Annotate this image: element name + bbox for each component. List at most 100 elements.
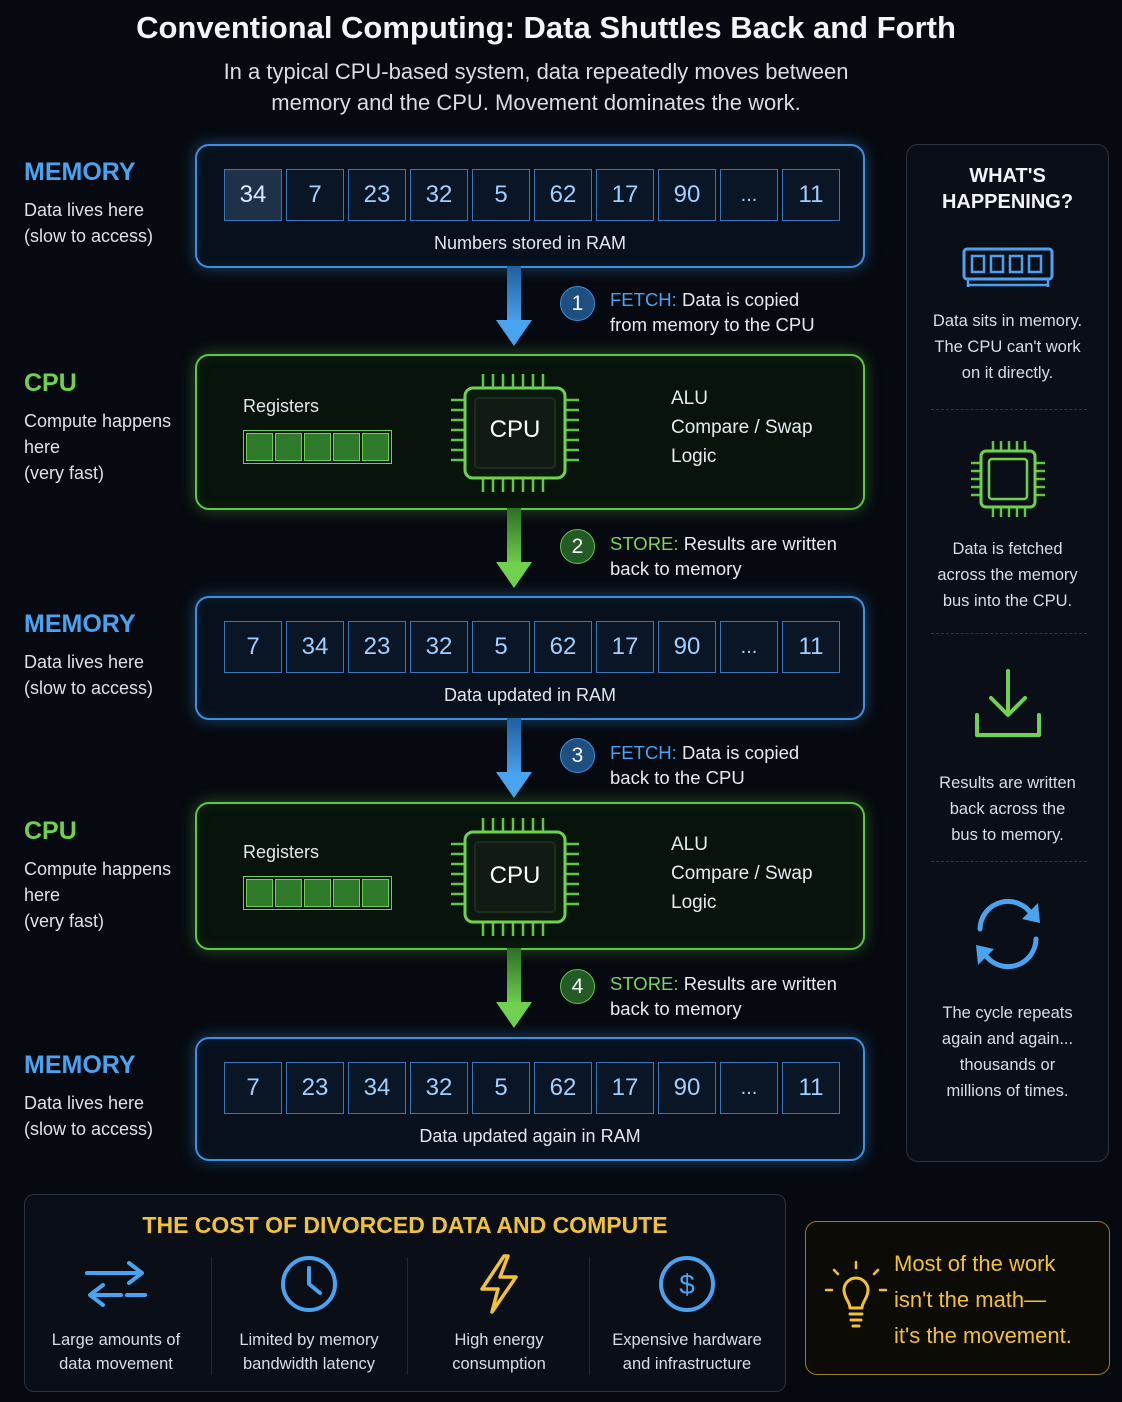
- memory-cell: 90: [658, 169, 716, 221]
- cpu-desc-line1: Compute happens: [24, 859, 172, 879]
- memory-cell: 32: [410, 1062, 468, 1114]
- memory-cell: 32: [410, 621, 468, 673]
- memory-cell: 17: [596, 169, 654, 221]
- memory-heading: MEMORY: [24, 610, 136, 638]
- memory-label-3: MEMORY Data lives here (slow to access): [24, 1051, 194, 1142]
- section-text: Data is fetched: [952, 540, 1063, 558]
- memory-cell: 34: [348, 1062, 406, 1114]
- section-fetch: Data is fetched across the memory bus in…: [907, 437, 1108, 614]
- memory-panel-1: 34 7 23 32 5 62 17 90 ... 11 Numbers sto…: [195, 144, 865, 268]
- cost-label-line: data movement: [59, 1355, 173, 1373]
- memory-cell: 90: [658, 621, 716, 673]
- register-slot: [246, 879, 273, 907]
- register-slot: [333, 433, 360, 461]
- memory-cell: 5: [472, 169, 530, 221]
- clock-icon: [281, 1256, 337, 1312]
- callout-line: it's the movement.: [894, 1323, 1072, 1348]
- cpu-chip-icon: [451, 374, 579, 492]
- register-slot: [275, 433, 302, 461]
- memory-desc-line2: (slow to access): [24, 678, 154, 698]
- section-text: bus into the CPU.: [942, 592, 1073, 610]
- section-text: on it directly.: [961, 364, 1054, 382]
- step-desc: from memory to the CPU: [610, 314, 815, 335]
- memory-caption: Data updated again in RAM: [419, 1126, 641, 1146]
- lightbulb-icon: [824, 1260, 888, 1328]
- alu-line3: Logic: [671, 892, 717, 913]
- memory-panel-2: 7 34 23 32 5 62 17 90 ... 11 Data update…: [195, 596, 865, 720]
- cpu-chip-label: CPU: [489, 862, 541, 889]
- cost-label-line: Expensive hardware: [612, 1331, 762, 1349]
- register-slot: [333, 879, 360, 907]
- section-text: Data sits in memory.: [932, 312, 1083, 330]
- svg-text:$: $: [679, 1269, 695, 1300]
- cpu-label-2: CPU Compute happens here (very fast): [24, 817, 194, 934]
- memory-cell: 17: [596, 621, 654, 673]
- memory-cell: 23: [348, 169, 406, 221]
- memory-cell: 11: [782, 621, 840, 673]
- memory-cell-ellipsis: ...: [720, 621, 778, 673]
- step-text-3: FETCH: Data is copied back to the CPU: [610, 740, 870, 790]
- step-keyword: STORE:: [610, 973, 679, 994]
- step-desc: back to memory: [610, 558, 742, 579]
- memory-cell: 7: [286, 169, 344, 221]
- memory-cell: 62: [534, 621, 592, 673]
- memory-cell-ellipsis: ...: [720, 1062, 778, 1114]
- memory-cell: 62: [534, 1062, 592, 1114]
- memory-chip-icon: [962, 247, 1053, 287]
- download-icon: [974, 669, 1041, 737]
- arrow-down-blue-1: [496, 266, 532, 346]
- register-slot: [246, 433, 273, 461]
- step-text-4: STORE: Results are written back to memor…: [610, 971, 870, 1021]
- alu-block: ALU Compare / Swap Logic: [671, 830, 813, 917]
- memory-cells: 7 34 23 32 5 62 17 90 ... 11: [224, 621, 840, 673]
- step-number-3: 3: [560, 738, 595, 773]
- cost-item-energy: High energy consumption: [417, 1253, 581, 1376]
- cost-item-bandwidth: Limited by memory bandwidth latency: [221, 1253, 397, 1376]
- arrow-down-green-4: [496, 948, 532, 1028]
- cpu-chip-icon: [451, 818, 579, 936]
- alu-line3: Logic: [671, 446, 717, 467]
- page-subtitle: In a typical CPU-based system, data repe…: [223, 59, 849, 115]
- processor-icon: [970, 441, 1045, 517]
- memory-desc-line2: (slow to access): [24, 1119, 154, 1139]
- section-memory: Data sits in memory. The CPU can't work …: [907, 245, 1108, 386]
- registers-label: Registers: [243, 842, 320, 862]
- memory-cell: 34: [224, 169, 282, 221]
- arrow-down-blue-3: [496, 718, 532, 798]
- cost-item-data-movement: Large amounts of data movement: [31, 1253, 201, 1376]
- cost-title: THE COST OF DIVORCED DATA AND COMPUTE: [142, 1212, 668, 1238]
- memory-cell: 17: [596, 1062, 654, 1114]
- cost-label: Limited by memory bandwidth latency: [221, 1328, 397, 1376]
- memory-cell: 62: [534, 169, 592, 221]
- section-cycle: The cycle repeats again and again... tho…: [907, 893, 1108, 1104]
- section-divider: [931, 409, 1087, 410]
- memory-caption: Numbers stored in RAM: [433, 233, 627, 253]
- cost-label-line: bandwidth latency: [242, 1355, 376, 1373]
- cpu-panel-2: Registers CPU ALU Compare / Swap Logic: [195, 802, 865, 950]
- memory-cell: 7: [224, 1062, 282, 1114]
- memory-cell: 5: [472, 1062, 530, 1114]
- register-slot: [304, 879, 331, 907]
- memory-cell: 11: [782, 1062, 840, 1114]
- section-text: across the memory: [937, 566, 1078, 584]
- cost-label-line: Limited by memory: [239, 1331, 379, 1349]
- step-desc: back to the CPU: [610, 767, 745, 788]
- memory-heading: MEMORY: [24, 158, 136, 186]
- cost-label-line: and infrastructure: [622, 1355, 752, 1373]
- section-text: Results are written: [939, 774, 1076, 792]
- cycle-icon: [975, 898, 1040, 970]
- memory-cell-ellipsis: ...: [720, 169, 778, 221]
- cpu-panel-1: Registers CPU ALU Compare / Swap Logic: [195, 354, 865, 510]
- registers: [243, 876, 392, 910]
- cost-label-line: Large amounts of: [51, 1331, 181, 1349]
- step-desc: Data is copied: [681, 742, 800, 763]
- cpu-desc-line3: (very fast): [24, 911, 105, 931]
- alu-line2: Compare / Swap: [671, 863, 813, 884]
- memory-cell: 7: [224, 621, 282, 673]
- memory-heading: MEMORY: [24, 1051, 136, 1079]
- register-slot: [362, 879, 389, 907]
- memory-cell: 90: [658, 1062, 716, 1114]
- step-desc: Results are written: [683, 533, 837, 554]
- page-title: Conventional Computing: Data Shuttles Ba…: [136, 10, 956, 45]
- step-keyword: STORE:: [610, 533, 679, 554]
